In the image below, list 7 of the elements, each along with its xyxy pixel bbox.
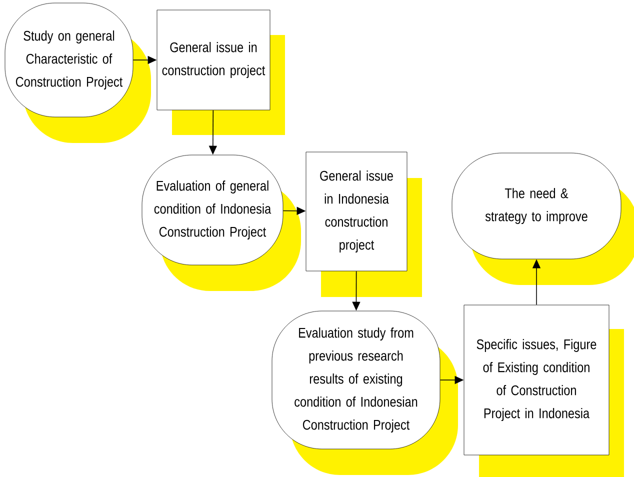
rounded-box: Evaluation study from previous research results of existing condition of Indonesian Construction Project (272, 310, 458, 475)
rounded-box: Study on general Characteristic of Construction Project (4, 2, 151, 143)
process-box: General issue in Indonesia construction project (306, 152, 422, 297)
process-box: General issue in construction project (156, 10, 285, 135)
rounded-box: The need & strategy to improve (452, 152, 634, 285)
process-box: Specific issues, Figure of Existing condition of Construction Project in Indonesia (464, 304, 624, 477)
rounded-box: Evaluation of general condition of Indonesia Construction Project (142, 154, 301, 291)
